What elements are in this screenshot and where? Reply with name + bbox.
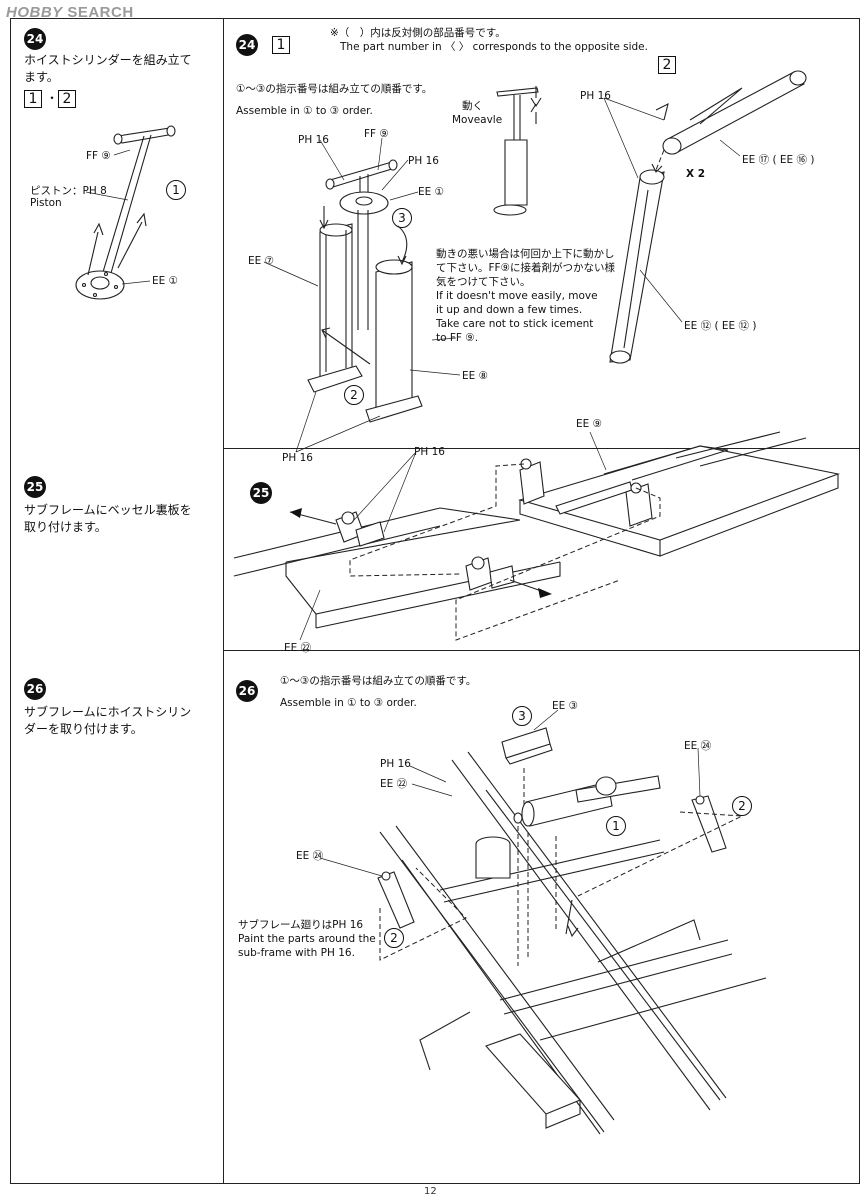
paint-note-jp: サブフレーム廻りはPH 16 <box>238 919 364 931</box>
order-note-26-en: Assemble in ① to ③ order. <box>280 697 417 709</box>
step-26-main-number: 26 <box>236 680 258 702</box>
label-ph16-b: PH 16 <box>408 155 439 167</box>
moveable-jp: 動く <box>462 100 483 112</box>
label-ee22-26: EE ㉒ <box>380 778 408 790</box>
step-24-main-number: 24 <box>236 34 258 56</box>
order-mark-26-1: 1 <box>606 816 626 836</box>
label-ee9: EE ⑨ <box>576 418 603 430</box>
order-note-26-jp: ①～③の指示番号は組み立ての順番です。 <box>280 675 477 687</box>
moveable-en: Moveavle <box>452 114 503 126</box>
note-jp: 動きの悪い場合は何回か上下に動かして下さい。FF⑨に接着剤がつかない様気をつけて… <box>436 248 615 288</box>
label-ee8: EE ⑧ <box>462 370 489 382</box>
step-24-box-1: 1 <box>24 90 42 108</box>
label-ff9-left: FF ⑨ <box>86 150 111 162</box>
watermark-suffix: SEARCH <box>67 4 134 21</box>
paint-note-en-1: Paint the parts around the <box>238 933 376 945</box>
order-mark-26-3: 3 <box>512 706 532 726</box>
order-mark-26-2a: 2 <box>732 796 752 816</box>
watermark: HOBBY SEARCH <box>6 4 134 21</box>
step-24-main-box-1: 1 <box>272 36 290 54</box>
section-separator <box>223 650 860 651</box>
page-frame <box>10 18 860 1184</box>
label-ee17: EE ⑰ ( EE ⑯ ) <box>742 154 815 166</box>
step-24-description: ホイストシリンダーを組み立てます。 <box>24 53 192 84</box>
column-divider <box>223 18 224 1184</box>
label-piston-jp: ピストン：PH 8 <box>30 185 107 197</box>
label-ee1-main: EE ① <box>418 186 445 198</box>
order-mark-1: 1 <box>166 180 186 200</box>
label-ph16-c: PH 16 <box>282 452 313 464</box>
order-note-jp: ①～③の指示番号は組み立ての順番です。 <box>236 83 433 95</box>
watermark-brand: HOBBY <box>6 4 63 21</box>
note-opposite-jp: ※（ ）内は反対側の部品番号です。 <box>330 27 506 39</box>
label-ee22: EE ㉒ <box>284 642 312 654</box>
label-ee1-left: EE ① <box>152 275 179 287</box>
label-ph16-box2: PH 16 <box>580 90 611 102</box>
label-ph16-26: PH 16 <box>380 758 411 770</box>
label-ee7: EE ⑦ <box>248 255 275 267</box>
step-24-number: 24 <box>24 28 46 50</box>
step-25-main-number: 25 <box>250 482 272 504</box>
step-26-description: サブフレームにホイストシリンダーを取り付けます。 <box>24 705 192 736</box>
step-25-number: 25 <box>24 476 46 498</box>
label-ff9-main: FF ⑨ <box>364 128 389 140</box>
label-x2: X 2 <box>686 168 706 180</box>
label-ph16-25: PH 16 <box>414 446 445 458</box>
label-ee24-b: EE ㉔ <box>296 850 324 862</box>
label-ee24-a: EE ㉔ <box>684 740 712 752</box>
section-separator <box>223 448 860 449</box>
label-piston-en: Piston <box>30 197 62 209</box>
step-24-box-2: 2 <box>58 90 76 108</box>
order-mark-2: 2 <box>344 385 364 405</box>
page-number: 12 <box>424 1186 437 1197</box>
order-mark-3: 3 <box>392 208 412 228</box>
label-ee12: EE ⑫ ( EE ⑫ ) <box>684 320 757 332</box>
paint-note-en-2: sub-frame with PH 16. <box>238 947 355 959</box>
note-opposite-en: The part number in 〈 〉 corresponds to th… <box>340 41 648 53</box>
step-25-description: サブフレームにベッセル裏板を取り付けます。 <box>24 503 192 534</box>
box-separator: ・ <box>46 91 59 105</box>
order-mark-26-2b: 2 <box>384 928 404 948</box>
order-note-en: Assemble in ① to ③ order. <box>236 105 373 117</box>
step-24-main-box-2: 2 <box>658 56 676 74</box>
label-ee3: EE ③ <box>552 700 579 712</box>
note-en: If it doesn't move easily, move it up an… <box>436 290 598 344</box>
label-ph16-a: PH 16 <box>298 134 329 146</box>
step-26-number: 26 <box>24 678 46 700</box>
